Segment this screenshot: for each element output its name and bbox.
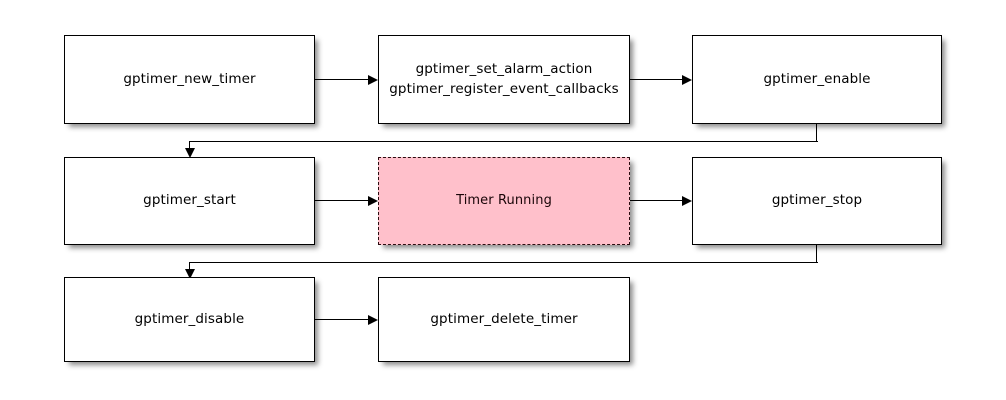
node-label: gptimer_start [143,192,236,209]
arrowhead-set-alarm-to-enable [682,75,692,85]
node-label: gptimer_disable [134,310,245,327]
arrowhead-disable-to-delete-timer [368,315,378,325]
edge-disable-to-delete-timer [315,319,368,321]
arrowhead-enable-to-start [185,148,195,158]
arrowhead-start-to-timer-running [368,196,378,206]
node-label: gptimer_enable [763,70,871,87]
edge-set-alarm-to-enable [630,79,682,81]
edge-stop-to-disable-segment-left [189,262,818,264]
node-gptimer-enable[interactable]: gptimer_enable [692,35,942,124]
edge-enable-to-start-segment-drop [189,141,191,151]
edge-new-timer-to-set-alarm [315,79,368,81]
node-gptimer-delete-timer[interactable]: gptimer_delete_timer [378,277,630,362]
node-label: Timer Running [456,192,552,208]
node-gptimer-set-alarm-action[interactable]: gptimer_set_alarm_action gptimer_registe… [378,35,630,124]
edge-stop-to-disable-segment-down [816,245,818,263]
arrowhead-timer-running-to-stop [682,196,692,206]
edge-start-to-timer-running [315,200,368,202]
node-label: gptimer_delete_timer [430,310,578,327]
node-gptimer-new-timer[interactable]: gptimer_new_timer [64,35,315,124]
edge-timer-running-to-stop [630,200,682,202]
node-gptimer-start[interactable]: gptimer_start [64,157,315,245]
node-label-line-1: gptimer_set_alarm_action [415,60,593,77]
edge-enable-to-start-segment-left [189,141,818,143]
node-label: gptimer_stop [771,192,863,209]
node-gptimer-stop[interactable]: gptimer_stop [692,157,942,245]
edge-stop-to-disable-segment-drop [189,262,191,272]
node-gptimer-disable[interactable]: gptimer_disable [64,277,315,362]
node-label-line-2: gptimer_register_event_callbacks [389,80,619,97]
edge-enable-to-start-segment-down [816,124,818,142]
arrowhead-new-timer-to-set-alarm [368,75,378,85]
arrowhead-stop-to-disable [185,269,195,279]
node-label: gptimer_new_timer [123,70,256,87]
node-timer-running[interactable]: Timer Running [378,157,630,245]
